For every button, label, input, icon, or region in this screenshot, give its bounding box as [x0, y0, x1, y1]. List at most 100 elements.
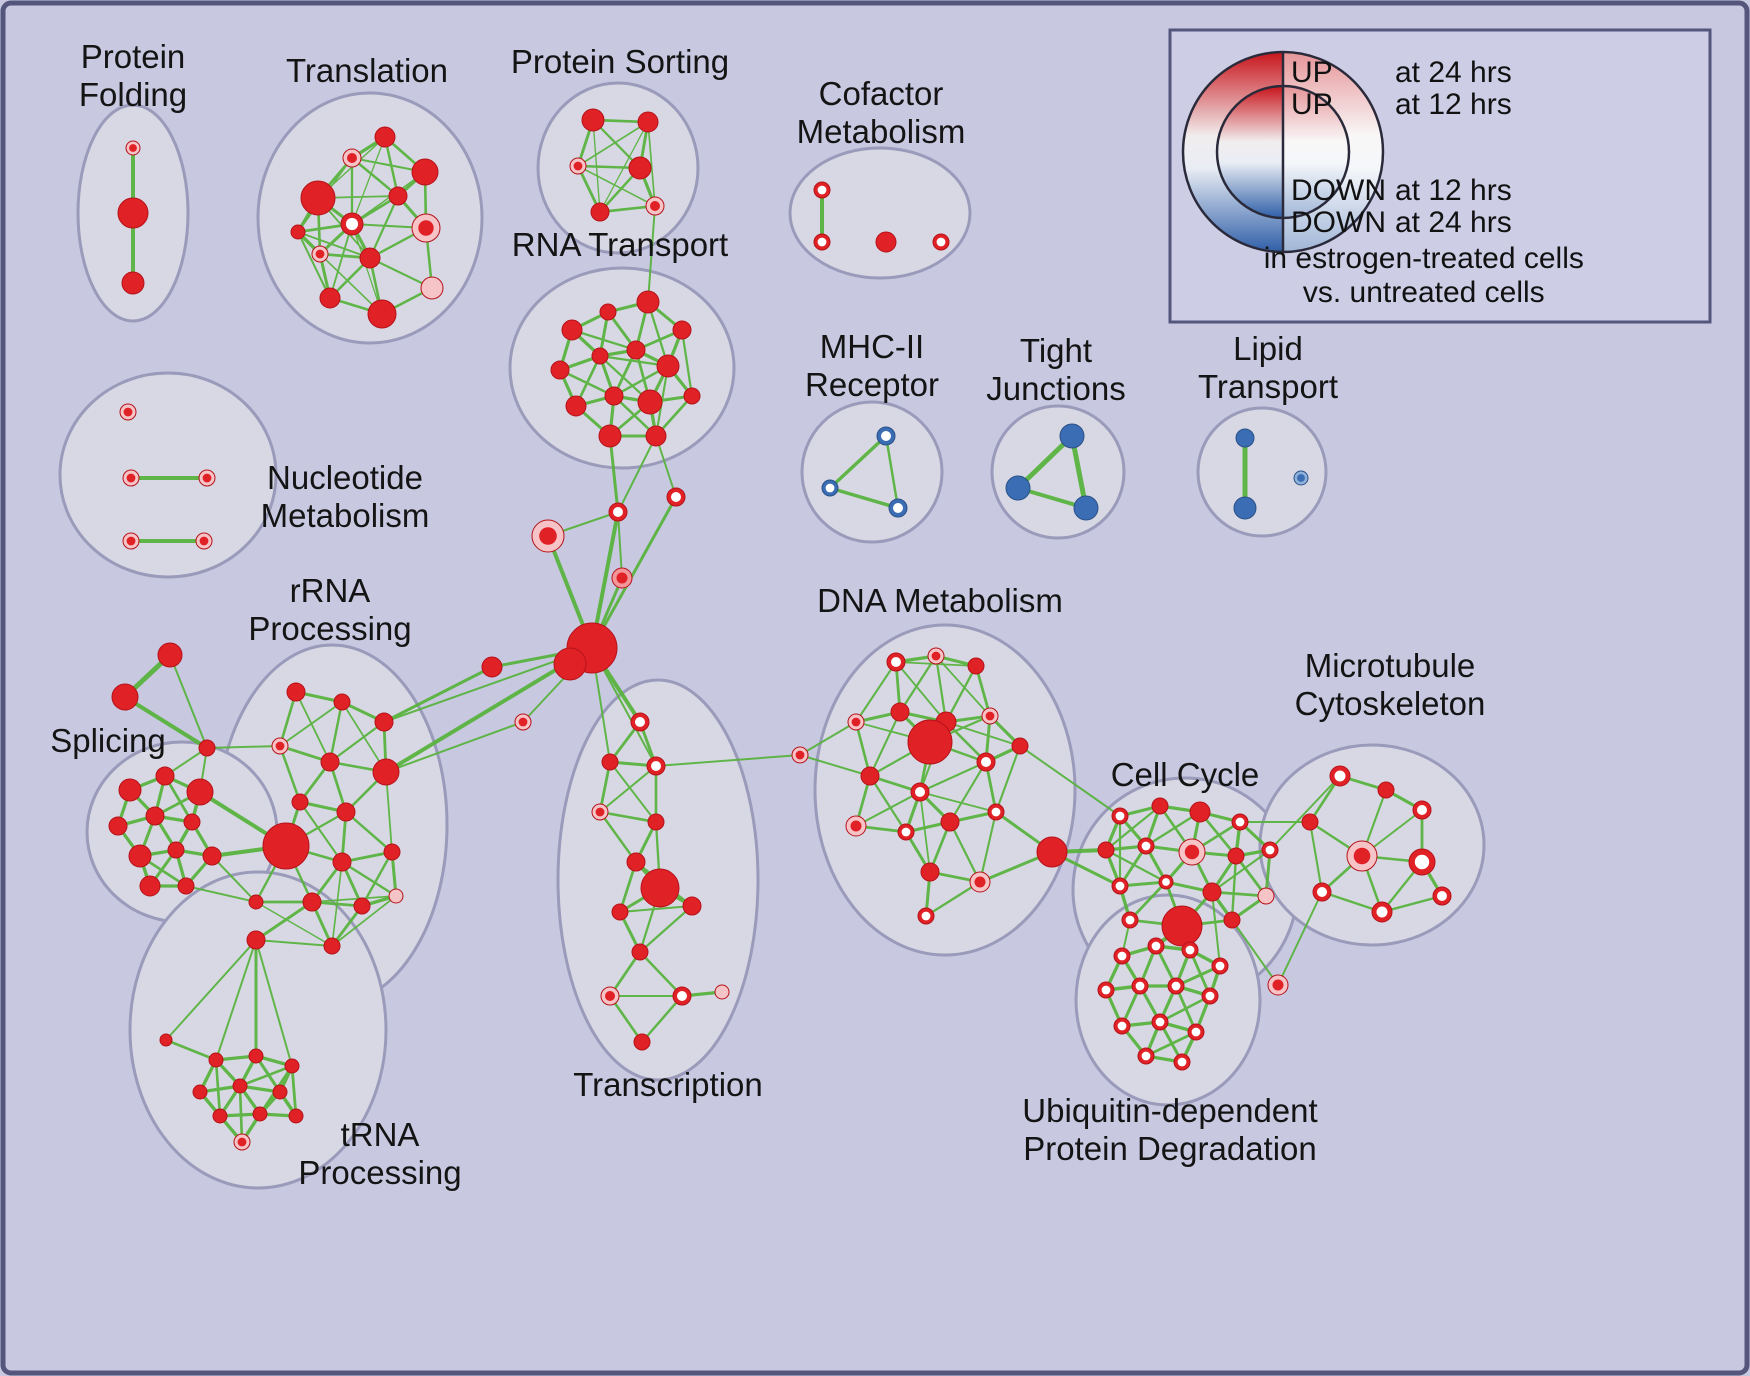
gene-node[interactable]: [561, 319, 583, 341]
gene-node[interactable]: [927, 647, 945, 665]
gene-node[interactable]: [969, 871, 991, 893]
gene-node[interactable]: [1137, 1047, 1155, 1065]
gene-node[interactable]: [374, 712, 394, 732]
gene-node[interactable]: [1111, 877, 1129, 895]
gene-node[interactable]: [821, 479, 839, 497]
gene-node[interactable]: [320, 752, 340, 772]
gene-node[interactable]: [683, 387, 701, 405]
gene-node[interactable]: [374, 126, 396, 148]
gene-node[interactable]: [383, 843, 401, 861]
gene-node[interactable]: [1223, 911, 1241, 929]
gene-node[interactable]: [291, 793, 309, 811]
gene-node[interactable]: [286, 682, 306, 702]
gene-node[interactable]: [672, 986, 692, 1006]
gene-node[interactable]: [907, 719, 953, 765]
gene-node[interactable]: [630, 712, 650, 732]
gene-node[interactable]: [1412, 800, 1432, 820]
gene-node[interactable]: [860, 766, 880, 786]
gene-node[interactable]: [981, 707, 999, 725]
gene-node[interactable]: [202, 846, 222, 866]
gene-node[interactable]: [672, 320, 692, 340]
gene-node[interactable]: [590, 202, 610, 222]
gene-node[interactable]: [813, 181, 831, 199]
gene-node[interactable]: [319, 287, 341, 309]
gene-node[interactable]: [246, 930, 266, 950]
gene-node[interactable]: [1158, 874, 1174, 890]
gene-node[interactable]: [288, 1108, 304, 1124]
gene-node[interactable]: [646, 756, 666, 776]
gene-node[interactable]: [636, 290, 660, 314]
gene-node[interactable]: [645, 196, 665, 216]
gene-node[interactable]: [119, 403, 137, 421]
gene-node[interactable]: [411, 158, 439, 186]
gene-node[interactable]: [121, 271, 145, 295]
gene-node[interactable]: [411, 213, 441, 243]
gene-node[interactable]: [932, 233, 950, 251]
gene-node[interactable]: [1178, 838, 1206, 866]
gene-node[interactable]: [332, 852, 352, 872]
gene-node[interactable]: [940, 812, 960, 832]
gene-node[interactable]: [631, 943, 649, 961]
gene-node[interactable]: [967, 657, 985, 675]
gene-node[interactable]: [336, 802, 356, 822]
gene-node[interactable]: [876, 426, 896, 446]
gene-node[interactable]: [1267, 974, 1289, 996]
gene-node[interactable]: [1235, 428, 1255, 448]
gene-node[interactable]: [875, 231, 897, 253]
gene-node[interactable]: [553, 647, 587, 681]
gene-node[interactable]: [601, 753, 619, 771]
gene-node[interactable]: [633, 1033, 651, 1051]
gene-node[interactable]: [1005, 475, 1031, 501]
gene-node[interactable]: [1011, 737, 1029, 755]
gene-node[interactable]: [1161, 905, 1203, 947]
gene-node[interactable]: [1346, 840, 1378, 872]
gene-node[interactable]: [1408, 848, 1436, 876]
gene-node[interactable]: [920, 862, 940, 882]
gene-node[interactable]: [714, 984, 730, 1000]
gene-node[interactable]: [481, 656, 503, 678]
gene-node[interactable]: [565, 395, 587, 417]
gene-node[interactable]: [177, 877, 195, 895]
gene-node[interactable]: [1097, 981, 1115, 999]
gene-node[interactable]: [886, 652, 906, 672]
gene-node[interactable]: [666, 487, 686, 507]
gene-node[interactable]: [1371, 901, 1393, 923]
gene-node[interactable]: [198, 739, 216, 757]
gene-node[interactable]: [645, 425, 667, 447]
gene-node[interactable]: [1187, 1023, 1205, 1041]
gene-node[interactable]: [1293, 470, 1309, 486]
gene-node[interactable]: [302, 892, 322, 912]
gene-node[interactable]: [1329, 765, 1351, 787]
gene-node[interactable]: [1113, 1017, 1131, 1035]
gene-node[interactable]: [626, 340, 646, 360]
gene-node[interactable]: [232, 1078, 248, 1094]
gene-node[interactable]: [122, 469, 140, 487]
gene-node[interactable]: [195, 532, 213, 550]
gene-node[interactable]: [813, 233, 831, 251]
gene-node[interactable]: [1432, 886, 1452, 906]
gene-node[interactable]: [514, 713, 532, 731]
gene-node[interactable]: [1137, 837, 1155, 855]
gene-node[interactable]: [987, 803, 1005, 821]
gene-node[interactable]: [1151, 797, 1169, 815]
gene-node[interactable]: [847, 713, 865, 731]
gene-node[interactable]: [1231, 813, 1249, 831]
gene-node[interactable]: [340, 212, 364, 236]
gene-node[interactable]: [640, 868, 680, 908]
gene-node[interactable]: [372, 758, 400, 786]
gene-node[interactable]: [888, 498, 908, 518]
gene-node[interactable]: [626, 852, 646, 872]
gene-node[interactable]: [897, 823, 915, 841]
gene-node[interactable]: [1233, 496, 1257, 520]
gene-node[interactable]: [157, 642, 183, 668]
gene-node[interactable]: [611, 567, 633, 589]
gene-node[interactable]: [333, 693, 351, 711]
gene-node[interactable]: [628, 156, 652, 180]
gene-node[interactable]: [388, 888, 404, 904]
gene-node[interactable]: [1201, 987, 1219, 1005]
gene-node[interactable]: [122, 532, 140, 550]
gene-node[interactable]: [388, 186, 408, 206]
gene-node[interactable]: [1377, 781, 1395, 799]
gene-node[interactable]: [311, 245, 329, 263]
gene-node[interactable]: [1173, 1053, 1191, 1071]
